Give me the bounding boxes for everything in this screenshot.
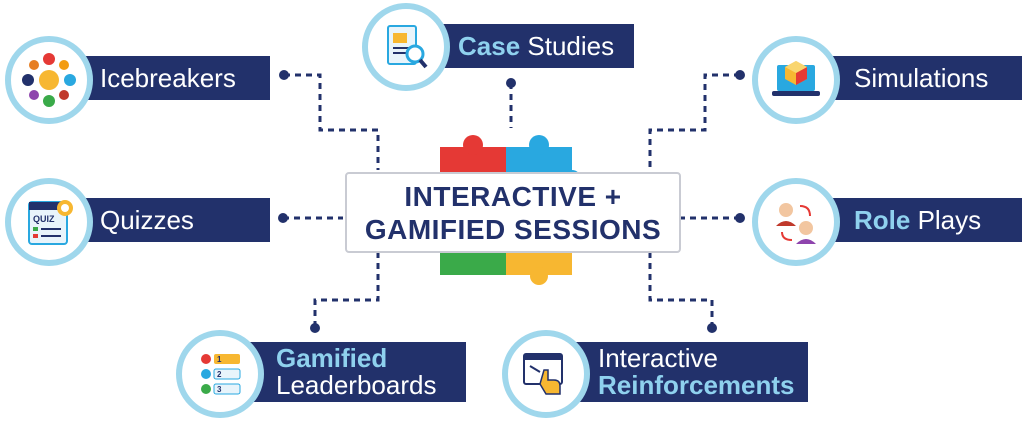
role-plays-rest: Plays xyxy=(910,204,982,235)
center-title-line1: INTERACTIVE + xyxy=(404,180,622,212)
laptop-cube-icon xyxy=(772,61,820,96)
quiz-icon-text: QUIZ xyxy=(33,214,55,224)
connector-reinforcements xyxy=(648,252,714,328)
connector-dot xyxy=(735,213,745,223)
simulations-text: Simulations xyxy=(854,62,989,93)
quizzes-circle: QUIZ xyxy=(5,178,93,266)
connector-dot xyxy=(279,70,289,80)
connector-simulations xyxy=(648,73,740,170)
connector-dot xyxy=(735,70,745,80)
leaderboards-highlight: Gamified xyxy=(276,343,388,373)
rank-3-text: 3 xyxy=(217,385,222,394)
case-studies-highlight: Case xyxy=(458,30,521,61)
connector-dot xyxy=(707,323,717,333)
icebreakers-circle xyxy=(5,36,93,124)
rank-2-text: 2 xyxy=(217,370,222,379)
leaderboards-line2: Leaderboards xyxy=(276,370,437,400)
reinforcements-line1: Interactive xyxy=(598,343,718,373)
connector-icebreakers xyxy=(284,73,380,170)
reinforcements-highlight: Reinforcements xyxy=(598,370,795,400)
leaderboards-circle: 1 2 3 xyxy=(176,330,264,418)
connector-leaderboards xyxy=(313,252,380,328)
center-title-box: INTERACTIVE + GAMIFIED SESSIONS xyxy=(345,172,681,253)
quiz-sheet-icon: QUIZ xyxy=(28,200,73,245)
team-circle-icon xyxy=(22,53,76,107)
reinforcements-label: Interactive Reinforcements xyxy=(546,342,808,402)
case-studies-rest: Studies xyxy=(520,30,615,61)
connector-dot xyxy=(310,323,320,333)
reinforcements-circle xyxy=(502,330,590,418)
connector-dot xyxy=(278,213,288,223)
two-people-swap-icon xyxy=(776,203,816,244)
rank-1-text: 1 xyxy=(217,355,222,364)
role-plays-highlight: Role xyxy=(854,204,911,235)
leaderboard-icon: 1 2 3 xyxy=(201,354,241,395)
quizzes-text: Quizzes xyxy=(100,204,194,235)
case-studies-circle xyxy=(362,3,450,91)
hand-click-screen-icon xyxy=(523,353,563,395)
simulations-circle xyxy=(752,36,840,124)
document-magnifier-icon xyxy=(387,25,428,69)
center-title-line2: GAMIFIED SESSIONS xyxy=(364,213,662,245)
role-plays-circle xyxy=(752,178,840,266)
icebreakers-text: Icebreakers xyxy=(100,62,236,93)
connector-dot xyxy=(506,78,516,88)
